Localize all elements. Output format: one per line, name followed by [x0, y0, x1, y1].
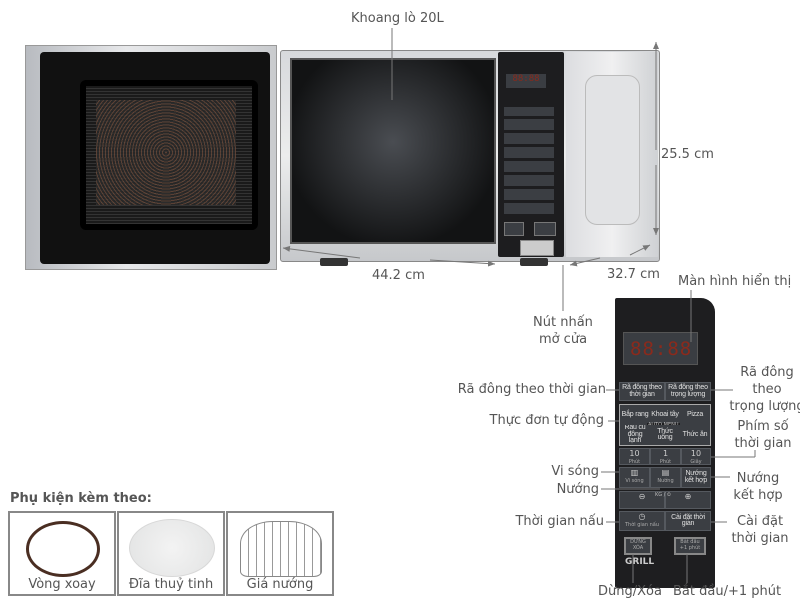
microwave-label: Vi sóng — [551, 464, 599, 479]
defrost-weight-button: Rã đông theo trọng lượng — [665, 382, 711, 401]
turntable-ring-icon — [26, 521, 100, 577]
combo-grill-button: Nướng kết hợp — [681, 467, 711, 488]
set-clock-button: Cài đặt thời gian — [665, 511, 711, 531]
auto-menu-group — [619, 404, 711, 446]
accessory-turntable-ring: Vòng xoay — [8, 511, 116, 596]
start-label: Bắt đầu/+1 phút — [673, 584, 782, 599]
depth-arrow-right — [629, 244, 651, 256]
decrease-button: ⊖ — [619, 491, 665, 509]
accessories-title: Phụ kiện kèm theo: — [10, 491, 152, 506]
weight-label: KG / ⏲ — [655, 492, 671, 498]
stop-clear-label: Dừng/Xóa — [598, 584, 662, 599]
oven-cavity — [290, 58, 496, 244]
auto-menu-popcorn: Bắp rang — [620, 405, 650, 425]
cavity-label: Khoang lò 20L — [351, 11, 444, 26]
auto-menu-label: Thực đơn tự động — [489, 413, 604, 428]
display-label: Màn hình hiển thị — [678, 274, 792, 289]
foot — [320, 258, 348, 266]
cook-time-label: Thời gian nấu — [515, 514, 604, 529]
small-display: 88:88 — [506, 74, 546, 88]
foot — [520, 258, 548, 266]
microwave-button: ▥Vi sóng — [619, 467, 650, 488]
defrost-time-button: Rã đông theo thời gian — [619, 382, 665, 401]
depth-label: 32.7 cm — [607, 267, 660, 282]
start-button: Bắt đầu+1 phút — [674, 537, 706, 555]
height-label: 25.5 cm — [661, 147, 714, 162]
accessory-glass-plate: Đĩa thuỷ tinh — [117, 511, 225, 596]
increase-button: ⊕ — [665, 491, 711, 509]
accessory-grill-rack: Giá nướng — [226, 511, 334, 596]
auto-menu-frozen-veg: Rau củ đông lạnh — [620, 425, 650, 445]
side-vent — [585, 75, 640, 225]
cook-time-button: ◷Thời gian nấu — [619, 511, 665, 531]
control-panel-small: 88:88 — [498, 52, 564, 257]
grill-label: Nướng — [556, 482, 599, 497]
display-digits: 88:88 — [630, 338, 693, 360]
auto-menu-food: Thức ăn — [680, 425, 710, 445]
small-start-button — [534, 222, 556, 236]
door-window-reflection — [96, 100, 236, 205]
width-arrow-right — [429, 259, 496, 267]
small-buttons — [504, 107, 554, 217]
accessory-label: Đĩa thuỷ tinh — [128, 577, 214, 592]
defrost-time-label: Rã đông theo thời gian — [457, 382, 606, 397]
depth-arrow-left — [569, 257, 601, 267]
width-label: 44.2 cm — [372, 268, 425, 283]
glass-plate-icon — [129, 519, 215, 577]
accessory-label: Vòng xoay — [28, 577, 96, 592]
grill-button: ▤Nướng — [650, 467, 681, 488]
door-open-button — [520, 240, 554, 256]
brand-grill: GRILL — [625, 557, 655, 567]
grill-rack-icon — [240, 521, 322, 577]
auto-menu-pizza: Pizza — [680, 405, 710, 425]
auto-menu-potato: Khoai tây — [650, 405, 680, 425]
auto-menu-beverage: Thức uống — [650, 425, 680, 445]
small-stop-button — [504, 222, 524, 236]
display-screen — [623, 332, 698, 365]
width-arrow-left — [282, 245, 361, 259]
accessory-label: Giá nướng — [246, 577, 314, 592]
